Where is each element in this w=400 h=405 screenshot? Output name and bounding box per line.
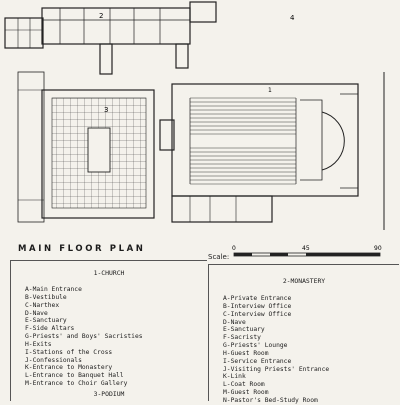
church-legend: 1-CHURCH A-Main Entrance B-Vestibule C-N… [10,260,207,401]
scale-label: Scale: [208,253,230,261]
list-item: G-Priests' and Boys' Sacristies [25,333,143,341]
list-item: K-Link [223,373,246,381]
monastery-legend-list: A-Private Entrance B-Interview Office C-… [209,295,399,405]
monastery-legend-heading: 2-MONASTERY [282,277,326,285]
list-item: A-Private Entrance [223,295,292,302]
podium-outline [41,89,155,219]
list-item: J-Visiting Priests' Entrance [223,365,330,373]
monastery-legend: 2-MONASTERY A-Private Entrance B-Intervi… [208,264,399,404]
list-item: L-Entrance to Banquet Hall [25,372,124,380]
list-item: E-Sanctuary [223,326,265,334]
wing-number-3: 3 [104,106,108,114]
wing-number-1: 1 [268,87,272,94]
scale-tick-90: 90 [374,245,382,252]
monastery-wing-outline [41,7,191,45]
list-item: D-Nave [25,309,48,317]
list-item: B-Interview Office [223,302,292,310]
nave-pews [189,97,297,185]
list-item: K-Entrance to Monastery [25,364,113,372]
floor-plan-drawing: 2 3 4 1 [4,1,385,230]
list-item: H-Guest Room [223,349,269,357]
list-item: D-Nave [223,318,246,326]
list-item: H-Exits [25,340,52,348]
list-item: F-Side Altars [25,325,75,333]
plan-title: MAIN FLOOR PLAN [18,244,146,254]
scale-tick-45: 45 [302,245,310,252]
list-item: N-Pastor's Bed-Study Room [223,396,318,404]
scale-tick-0: 0 [232,245,236,252]
list-item: J-Confessionals [25,356,82,364]
list-item: C-Interview Office [223,310,292,318]
list-item: M-Guest Room [223,389,269,397]
list-item: B-Vestibule [25,293,67,301]
list-item: F-Sacristy [223,334,261,342]
list-item: L-Coat Room [223,381,265,389]
scale-bar: 0 45 90 [232,245,382,257]
church-legend-heading: 1-CHURCH [93,269,125,277]
list-item: G-Priests' Lounge [223,342,288,350]
list-item: A-Main Entrance [25,286,82,293]
podium-legend-heading: 3-PODIUM [93,389,125,398]
list-item: M-Entrance to Choir Gallery [25,380,128,388]
church-outline [171,83,359,197]
wing-number-4: 4 [290,14,295,22]
church-legend-list: A-Main Entrance B-Vestibule C-Narthex D-… [11,286,207,388]
floor-plan-svg: 2 3 4 1 [4,1,385,230]
wing-number-2: 2 [99,12,103,20]
list-item: I-Service Entrance [223,357,292,365]
list-item: I-Stations of the Cross [25,348,113,356]
list-item: E-Sanctuary [25,317,67,325]
list-item: C-Narthex [25,301,60,309]
